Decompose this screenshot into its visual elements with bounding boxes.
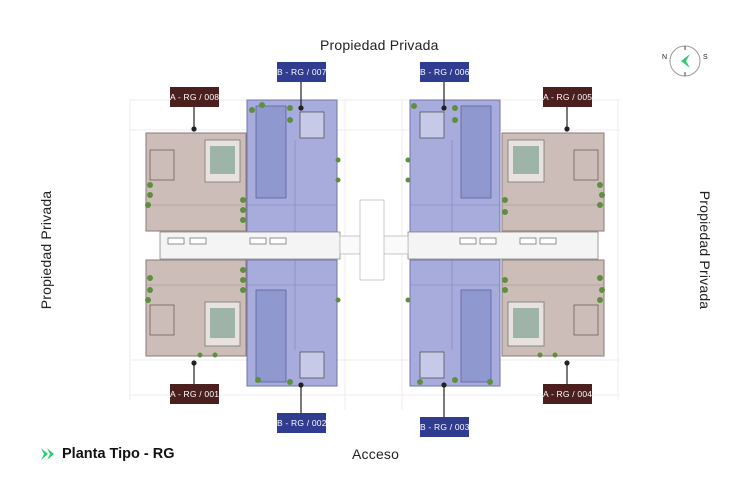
plan-title-text: Planta Tipo - RG: [62, 446, 175, 462]
unit-tag-a-004: A - RG / 004: [543, 384, 592, 404]
plan-title: Planta Tipo - RG: [40, 445, 175, 463]
unit-tag-b-003: B - RG / 003: [420, 417, 469, 437]
label-private-property-top: Propiedad Privada: [320, 37, 439, 53]
unit-tag-b-002: B - RG / 002: [277, 413, 326, 433]
compass-icon: [669, 45, 701, 77]
landscaping: [145, 102, 605, 385]
unit-tag-b-007: B - RG / 007: [277, 62, 326, 82]
leader-lines: [193, 81, 568, 417]
compass-south-label: S: [703, 54, 708, 61]
unit-a-001-plan: [145, 259, 247, 357]
unit-b-003-plan: [409, 259, 501, 387]
compass-north-label: N: [662, 54, 668, 61]
unit-a-008-plan: [145, 132, 247, 232]
compass: N S: [662, 43, 708, 79]
circulation-core: [159, 199, 599, 281]
unit-tag-b-006: B - RG / 006: [420, 62, 469, 82]
label-private-property-right: Propiedad Privada: [697, 190, 713, 310]
unit-b-007-plan: [246, 99, 338, 233]
unit-b-002-plan: [246, 259, 338, 387]
unit-tag-a-005: A - RG / 005: [543, 87, 592, 107]
chevron-right-icon: [41, 448, 54, 460]
unit-a-005-plan: [501, 132, 605, 232]
label-private-property-left: Propiedad Privada: [38, 190, 54, 310]
unit-a-004-plan: [501, 259, 605, 357]
unit-tag-a-001: A - RG / 001: [170, 384, 219, 404]
label-access: Acceso: [352, 446, 400, 462]
unit-tag-a-008: A - RG / 008: [170, 87, 219, 107]
